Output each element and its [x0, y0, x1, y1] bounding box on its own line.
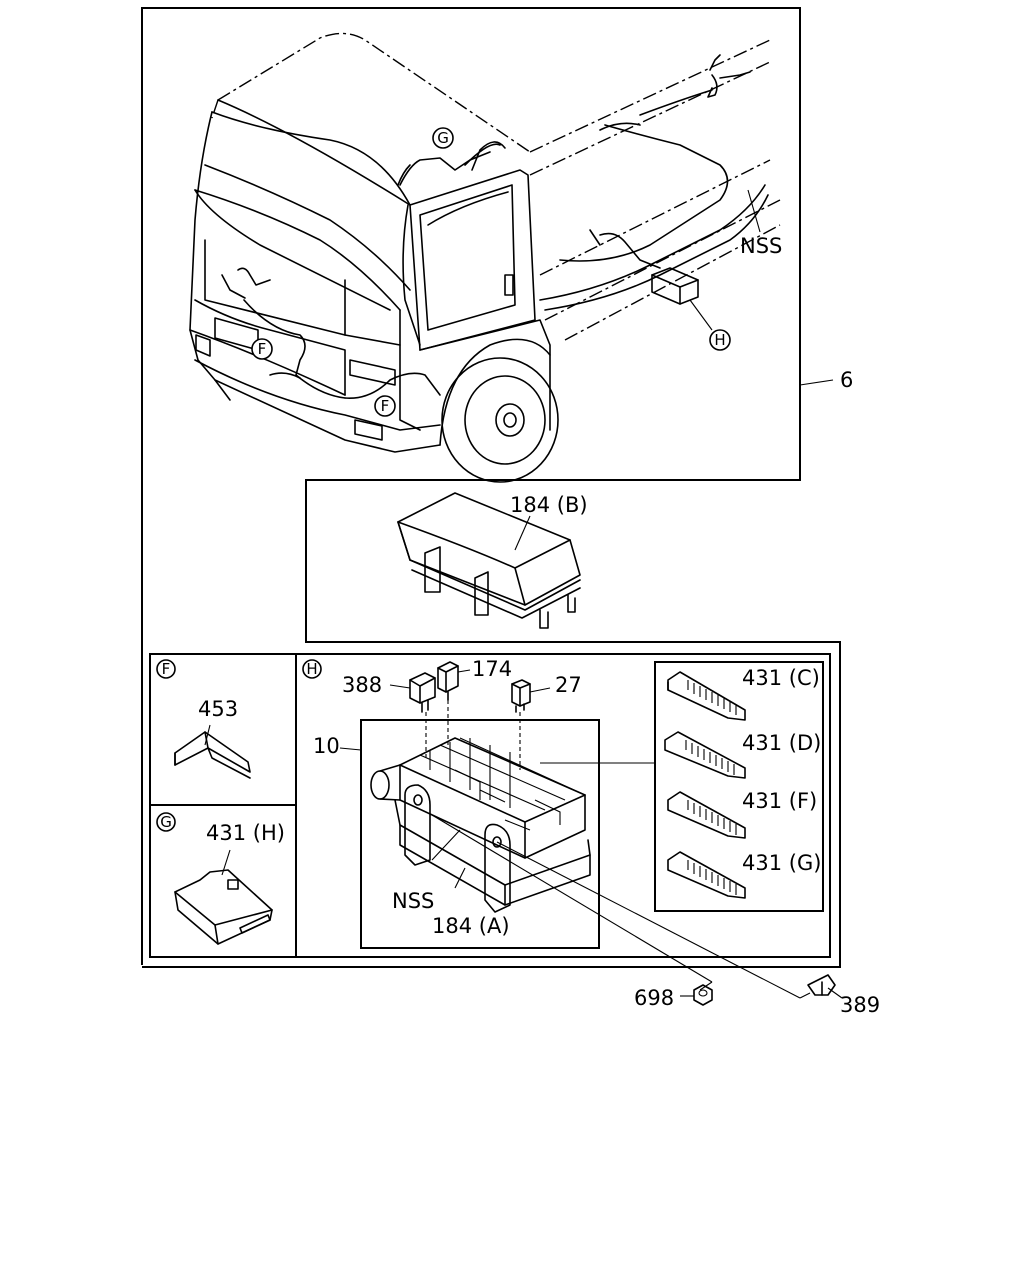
fuse-27 — [511, 679, 551, 713]
callout-f-text: F — [258, 340, 267, 358]
callout-f-panel: F — [156, 659, 176, 679]
nut-698 — [431, 814, 713, 1006]
callout-g-text: G — [437, 129, 449, 147]
frame-outlines — [141, 7, 841, 968]
connector-431c — [667, 671, 746, 721]
callout-g-text: G — [160, 813, 172, 831]
label-431c: 431 (C) — [742, 666, 820, 690]
label-388: 388 — [342, 673, 382, 697]
callout-h-text: H — [714, 331, 725, 349]
relay-388 — [389, 672, 436, 713]
callout-h-text: H — [306, 660, 317, 678]
label-431d: 431 (D) — [742, 731, 821, 755]
label-6: 6 — [840, 368, 853, 392]
fuse-box-10 — [339, 737, 655, 913]
label-431g: 431 (G) — [742, 851, 821, 875]
label-10: 10 — [313, 734, 340, 758]
callout-g-truck: G — [432, 127, 454, 149]
nss-top-leader — [747, 189, 761, 233]
bolt-389 — [496, 841, 843, 999]
label-nss-box: NSS — [392, 889, 434, 913]
callout-f-truck-2: F — [374, 395, 396, 417]
label-184a: 184 (A) — [432, 914, 510, 938]
callout-f-text: F — [381, 397, 390, 415]
callout-h-truck: H — [709, 329, 731, 351]
clip-453 — [174, 724, 251, 779]
label-389: 389 — [840, 993, 880, 1017]
connector-431g — [667, 851, 746, 899]
label-431h: 431 (H) — [206, 821, 285, 845]
relay-174 — [437, 661, 471, 701]
connector-431f — [667, 791, 746, 839]
label-nss-top: NSS — [740, 234, 782, 258]
label-174: 174 — [472, 657, 512, 681]
label-698: 698 — [634, 986, 674, 1010]
assembly-leader — [799, 379, 834, 386]
fuse-box-cover — [397, 492, 581, 629]
connector-431h — [174, 849, 273, 945]
callout-h-panel: H — [302, 659, 322, 679]
label-431f: 431 (F) — [742, 789, 817, 813]
label-184b: 184 (B) — [510, 493, 588, 517]
callout-f-truck-1: F — [251, 338, 273, 360]
connector-431d — [664, 731, 746, 779]
insertion-guides — [425, 700, 521, 770]
callout-g-panel: G — [156, 812, 176, 832]
truck-illustration — [189, 32, 781, 483]
callout-f-text: F — [162, 660, 171, 678]
label-453: 453 — [198, 697, 238, 721]
label-27: 27 — [555, 673, 582, 697]
part-labels: 6 NSS 184 (B) 453 431 (H) 388 174 27 10 … — [198, 234, 880, 1017]
